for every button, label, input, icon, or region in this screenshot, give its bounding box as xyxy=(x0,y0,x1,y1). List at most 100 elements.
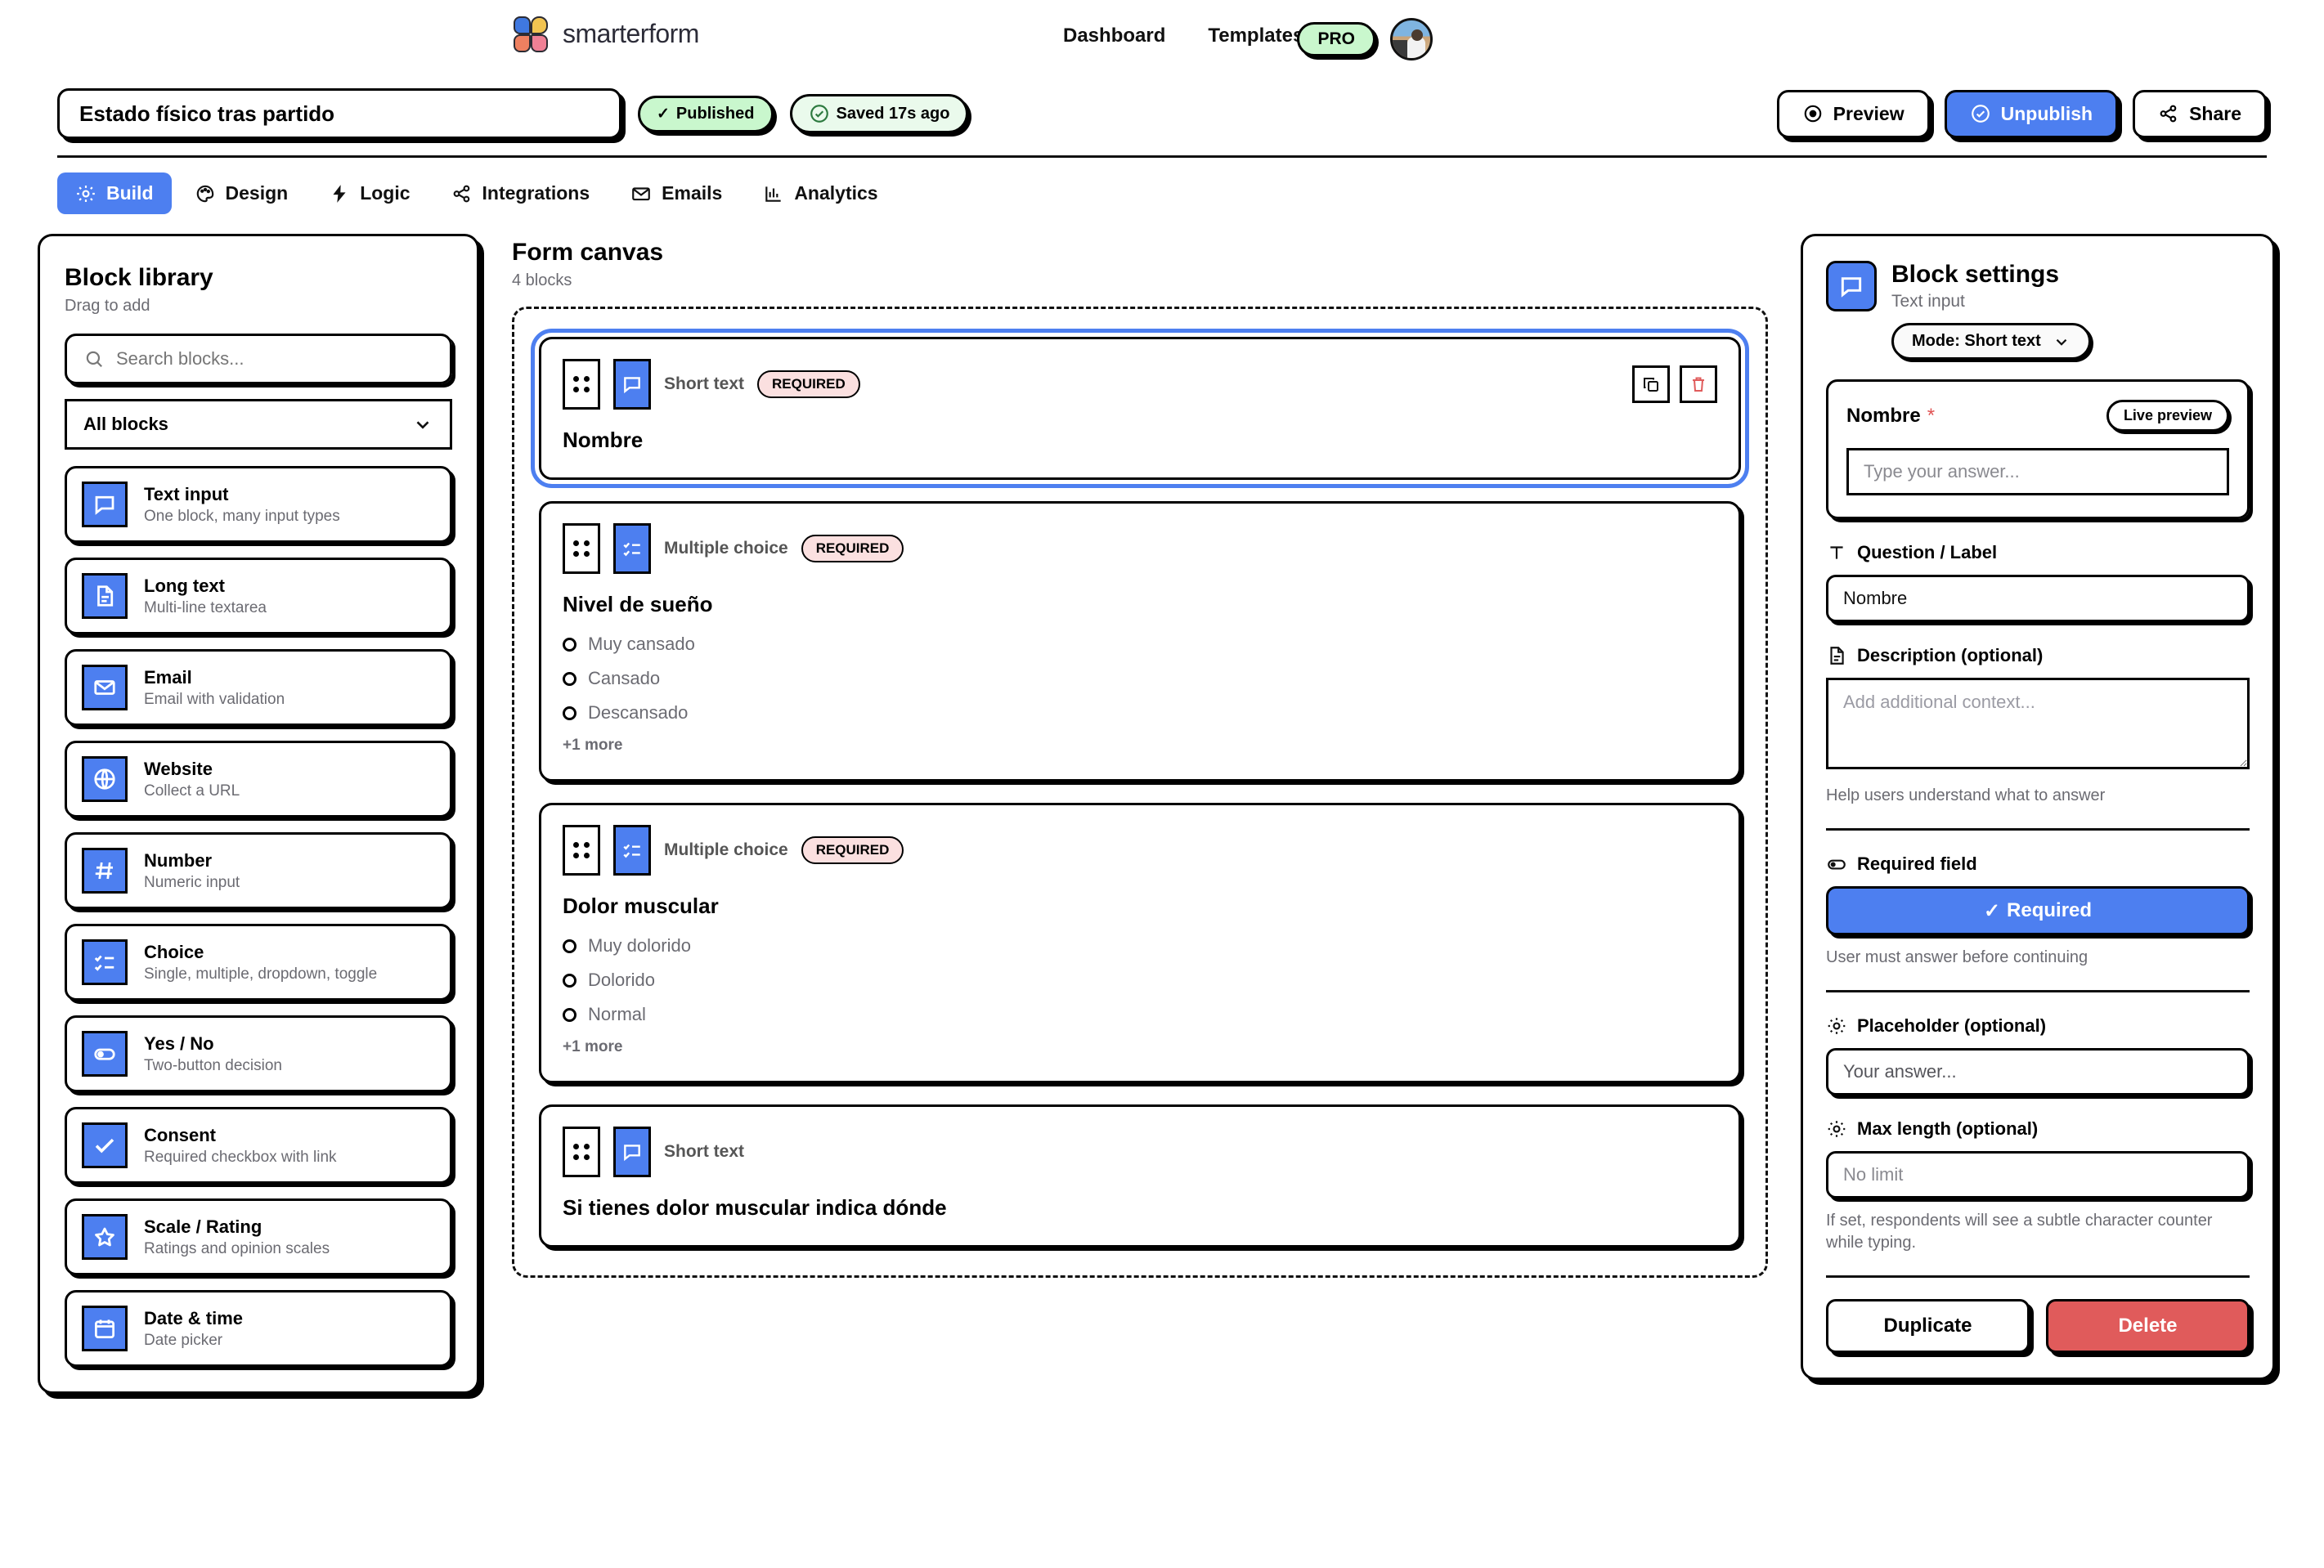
drag-handle-icon[interactable] xyxy=(563,825,600,876)
library-item-desc: Two-button decision xyxy=(144,1056,282,1074)
checklist-icon xyxy=(613,523,651,574)
check-circle-icon xyxy=(810,105,828,123)
drag-handle-icon[interactable] xyxy=(563,359,600,410)
brand-name: smarterform xyxy=(563,18,699,48)
tab-design[interactable]: Design xyxy=(177,172,307,214)
speech-bubble-icon xyxy=(82,482,128,527)
block-options: Muy cansado Cansado Descansado xyxy=(563,634,1717,724)
form-block-dolor-donde[interactable]: Short text Si tienes dolor muscular indi… xyxy=(539,1104,1741,1248)
library-item-choice[interactable]: Choice Single, multiple, dropdown, toggl… xyxy=(65,924,452,1001)
tab-design-label: Design xyxy=(225,182,289,204)
option-item[interactable]: Muy dolorido xyxy=(563,935,1717,956)
drag-handle-icon[interactable] xyxy=(563,1127,600,1177)
option-item[interactable]: Descansado xyxy=(563,702,1717,724)
form-block-nombre[interactable]: Short text REQUIRED Nombre xyxy=(531,329,1749,488)
maxlength-field-group: Max length (optional) If set, respondent… xyxy=(1826,1118,2250,1254)
library-item-desc: Multi-line textarea xyxy=(144,598,267,616)
required-field-caption: Required field xyxy=(1826,853,2250,875)
canvas-dropzone[interactable]: Short text REQUIRED Nombre xyxy=(512,307,1768,1278)
library-item-scale-rating[interactable]: Scale / Rating Ratings and opinion scale… xyxy=(65,1198,452,1275)
description-caption-text: Description (optional) xyxy=(1857,645,2044,665)
question-label-input[interactable] xyxy=(1826,575,2250,622)
block-question-label: Nombre xyxy=(563,428,644,452)
description-textarea[interactable] xyxy=(1826,678,2250,769)
library-item-long-text[interactable]: Long text Multi-line textarea xyxy=(65,558,452,634)
tab-build[interactable]: Build xyxy=(57,172,172,214)
drag-handle-icon[interactable] xyxy=(563,523,600,574)
preview-button[interactable]: Preview xyxy=(1776,89,1930,138)
block-filter-select[interactable]: All blocks xyxy=(65,399,452,450)
chevron-down-icon xyxy=(416,421,429,429)
bolt-icon xyxy=(333,184,346,203)
library-item-consent[interactable]: Consent Required checkbox with link xyxy=(65,1107,452,1184)
live-preview-badge: Live preview xyxy=(2106,400,2229,432)
maxlength-caption: Max length (optional) xyxy=(1826,1118,2250,1140)
block-settings-title: Block settings xyxy=(1891,261,2060,288)
block-settings-panel: Block settings Text input Mode: Short te… xyxy=(1801,234,2275,1380)
delete-button[interactable]: Delete xyxy=(2046,1299,2250,1353)
block-header: Short text xyxy=(563,1127,1717,1177)
form-block-nivel-de-sueno[interactable]: Multiple choice REQUIRED Nivel de sueño … xyxy=(539,501,1741,782)
settings-action-buttons: Duplicate Delete xyxy=(1826,1299,2250,1353)
search-input[interactable] xyxy=(116,348,433,370)
saved-label: Saved 17s ago xyxy=(836,104,950,123)
block-question-label: Dolor muscular xyxy=(563,894,719,918)
preview-label: Preview xyxy=(1833,102,1905,124)
share-button[interactable]: Share xyxy=(2133,89,2267,138)
eye-icon xyxy=(1804,105,1821,123)
option-item[interactable]: Dolorido xyxy=(563,970,1717,991)
form-block-dolor-muscular[interactable]: Multiple choice REQUIRED Dolor muscular … xyxy=(539,803,1741,1083)
avatar[interactable] xyxy=(1390,18,1433,60)
preview-answer-placeholder: Type your answer... xyxy=(1864,461,2020,482)
option-label: Muy dolorido xyxy=(588,935,691,956)
envelope-icon xyxy=(82,665,128,710)
unpublish-button[interactable]: Unpublish xyxy=(1944,89,2119,138)
brand-logo[interactable]: smarterform xyxy=(514,15,699,52)
library-item-email[interactable]: Email Email with validation xyxy=(65,649,452,726)
main-area: Block library Drag to add All blocks Tex… xyxy=(0,226,2324,1394)
form-canvas-column: Form canvas 4 blocks Short text REQUIRED xyxy=(512,234,1768,1278)
form-title-input[interactable] xyxy=(57,88,621,139)
mode-select[interactable]: Mode: Short text xyxy=(1891,323,2091,360)
library-item-number[interactable]: Number Numeric input xyxy=(65,832,452,909)
required-badge: REQUIRED xyxy=(757,370,860,398)
hash-icon xyxy=(82,848,128,894)
library-item-yes-no[interactable]: Yes / No Two-button decision xyxy=(65,1015,452,1092)
tab-logic[interactable]: Logic xyxy=(311,172,428,214)
required-toggle-button[interactable]: ✓ Required xyxy=(1826,886,2250,935)
nav-dashboard[interactable]: Dashboard xyxy=(1063,25,1166,47)
preview-question-label: Nombre xyxy=(1846,404,1921,427)
option-item[interactable]: Muy cansado xyxy=(563,634,1717,655)
block-actions xyxy=(1632,365,1717,403)
nav-templates[interactable]: Templates xyxy=(1208,25,1304,47)
search-blocks-wrapper[interactable] xyxy=(65,334,452,384)
radio-icon xyxy=(563,637,577,652)
envelope-icon xyxy=(632,186,650,200)
library-item-desc: Single, multiple, dropdown, toggle xyxy=(144,965,378,983)
library-item-date-time[interactable]: Date & time Date picker xyxy=(65,1290,452,1367)
library-item-title: Consent xyxy=(144,1124,216,1145)
library-item-title: Email xyxy=(144,666,192,688)
placeholder-input[interactable] xyxy=(1826,1048,2250,1095)
tab-analytics[interactable]: Analytics xyxy=(745,172,895,214)
library-item-website[interactable]: Website Collect a URL xyxy=(65,741,452,818)
placeholder-caption-text: Placeholder (optional) xyxy=(1857,1015,2047,1036)
block-filter-value: All blocks xyxy=(83,414,168,434)
block-question-label: Si tienes dolor muscular indica dónde xyxy=(563,1195,947,1220)
maxlength-input[interactable] xyxy=(1826,1151,2250,1198)
option-item[interactable]: Normal xyxy=(563,1004,1717,1025)
library-item-text-input[interactable]: Text input One block, many input types xyxy=(65,466,452,543)
tab-emails[interactable]: Emails xyxy=(612,172,740,214)
duplicate-block-button[interactable] xyxy=(1632,365,1670,403)
preview-answer-input[interactable]: Type your answer... xyxy=(1846,448,2229,495)
option-item[interactable]: Cansado xyxy=(563,668,1717,689)
library-item-desc: Ratings and opinion scales xyxy=(144,1239,330,1257)
tab-integrations[interactable]: Integrations xyxy=(433,172,608,214)
divider xyxy=(1826,990,2250,992)
duplicate-button[interactable]: Duplicate xyxy=(1826,1299,2030,1353)
unpublish-label: Unpublish xyxy=(2000,102,2093,124)
published-label: Published xyxy=(675,104,755,123)
speech-bubble-icon xyxy=(613,359,651,410)
delete-block-button[interactable] xyxy=(1680,365,1717,403)
smarterform-logo-icon xyxy=(514,15,551,52)
